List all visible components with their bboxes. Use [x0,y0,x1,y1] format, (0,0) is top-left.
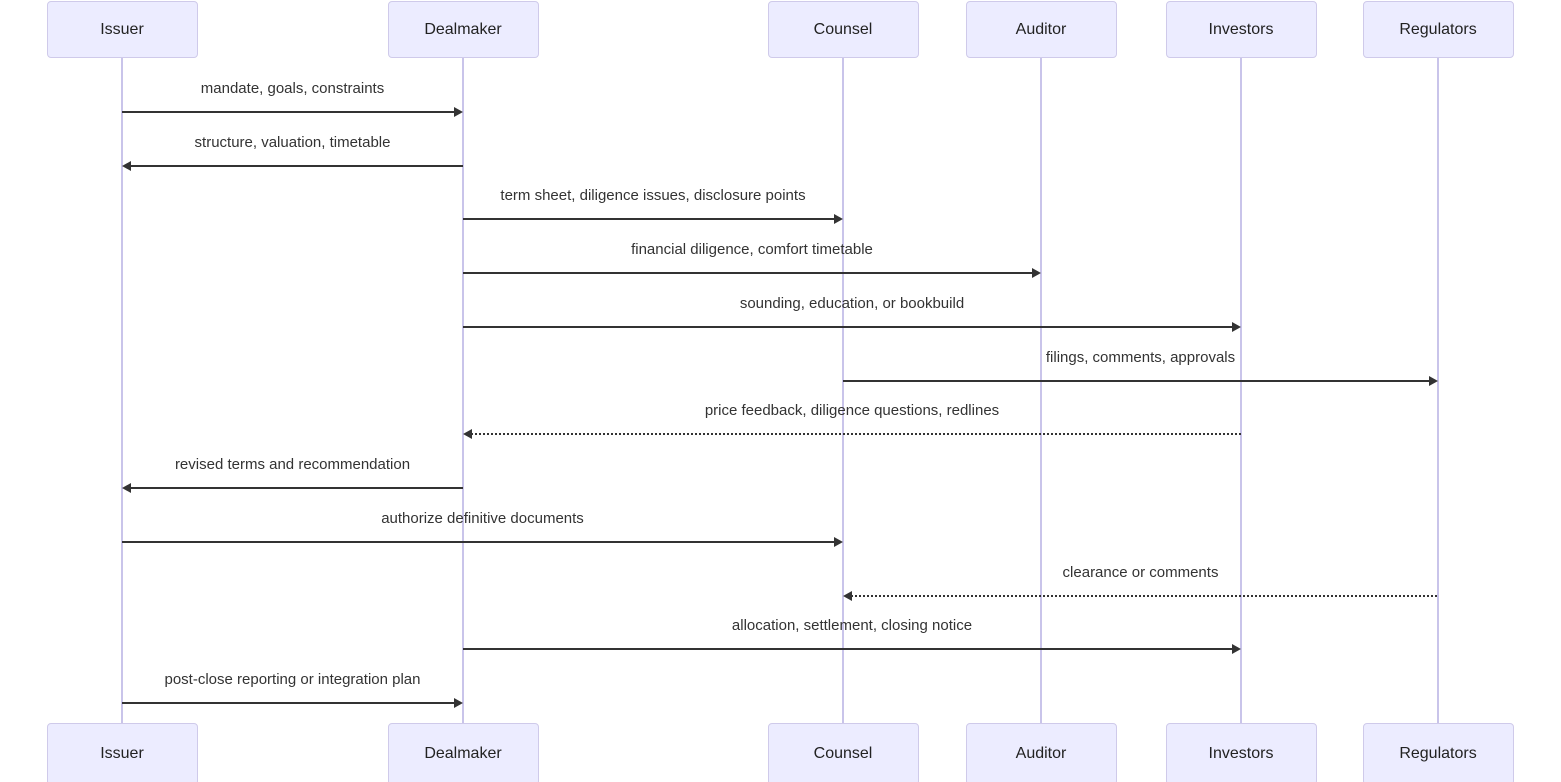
arrowhead-icon [843,591,852,601]
actor-label: Auditor [1015,20,1067,38]
actor-bottom-box-issuer: Issuer [46,723,198,782]
arrowhead-icon [454,698,463,708]
message-line [122,541,835,543]
actor-label: Investors [1208,745,1274,762]
actor-bottom-box-regulators: Regulators [1362,723,1514,782]
arrowhead-icon [1032,268,1041,278]
arrowhead-icon [834,214,843,224]
actor-top-box-issuer: Issuer [46,1,198,58]
arrowhead-icon [1232,644,1241,654]
lifeline-counsel [842,58,844,723]
actor-label: Investors [1208,20,1274,38]
actor-top-box-auditor: Auditor [965,1,1117,58]
message-label: sounding, education, or bookbuild [739,295,965,312]
arrowhead-icon [1429,376,1438,386]
lifeline-regulators [1437,58,1439,723]
message-label: financial diligence, comfort timetable [631,241,873,258]
message-line [122,111,455,113]
actor-label: Counsel [813,745,873,762]
message-label: authorize definitive documents [381,510,584,527]
actor-label: Issuer [100,745,144,762]
actor-top-box-dealmaker: Dealmaker [387,1,539,58]
actor-bottom-box-dealmaker: Dealmaker [387,723,539,782]
message-line [463,326,1233,328]
message-line [851,595,1438,597]
actor-top-box-counsel: Counsel [767,1,919,58]
actor-label: Dealmaker [424,745,502,762]
message-label: clearance or comments [1062,564,1219,581]
message-line [471,433,1241,435]
arrowhead-icon [122,161,131,171]
message-line [122,702,455,704]
actor-label: Issuer [100,20,144,38]
message-label: mandate, goals, constraints [200,80,385,97]
message-label: revised terms and recommendation [174,456,411,473]
actor-label: Counsel [813,20,873,38]
message-line [463,218,835,220]
message-line [463,272,1033,274]
message-line [463,648,1233,650]
lifeline-dealmaker [462,58,464,723]
message-label: structure, valuation, timetable [194,134,391,151]
arrowhead-icon [834,537,843,547]
message-label: filings, comments, approvals [1045,349,1236,366]
actor-label: Regulators [1399,745,1477,762]
actor-bottom-box-counsel: Counsel [767,723,919,782]
message-line [843,380,1430,382]
actor-label: Auditor [1015,745,1067,762]
actor-top-box-investors: Investors [1165,1,1317,58]
message-label: price feedback, diligence questions, red… [704,402,1000,419]
actor-bottom-box-auditor: Auditor [965,723,1117,782]
lifeline-investors [1240,58,1242,723]
message-line [130,165,463,167]
message-label: allocation, settlement, closing notice [731,617,973,634]
actor-bottom-box-investors: Investors [1165,723,1317,782]
arrowhead-icon [454,107,463,117]
message-line [130,487,463,489]
lifeline-issuer [121,58,123,723]
arrowhead-icon [1232,322,1241,332]
actor-top-box-regulators: Regulators [1362,1,1514,58]
arrowhead-icon [463,429,472,439]
arrowhead-icon [122,483,131,493]
actor-label: Regulators [1399,20,1477,38]
lifeline-auditor [1040,58,1042,723]
actor-label: Dealmaker [424,20,502,38]
message-label: term sheet, diligence issues, disclosure… [500,187,806,204]
message-label: post-close reporting or integration plan [164,671,421,688]
